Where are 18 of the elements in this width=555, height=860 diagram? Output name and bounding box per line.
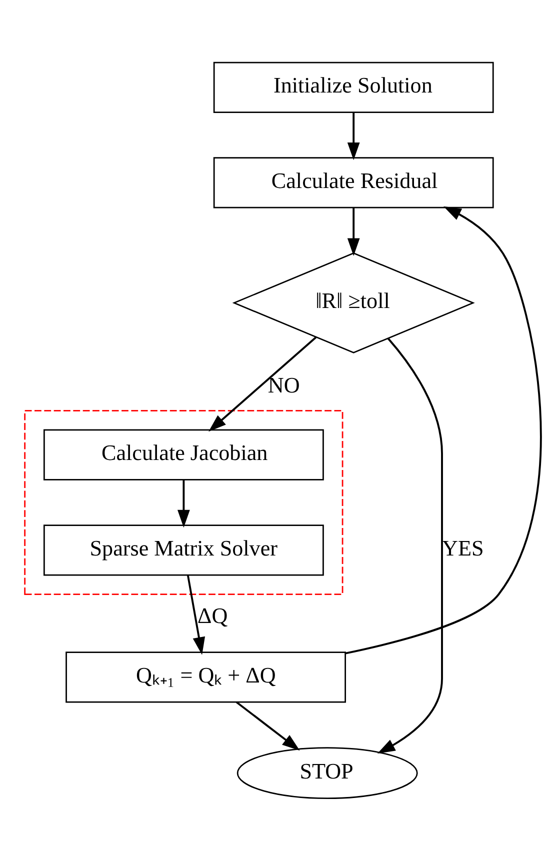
arrow bbox=[177, 480, 190, 528]
cluster bbox=[24, 409, 344, 595]
arrow bbox=[236, 700, 300, 750]
arrow bbox=[186, 574, 206, 654]
arrow bbox=[208, 336, 317, 432]
node-box: Calculate Residual bbox=[213, 156, 494, 208]
edge-label: NO bbox=[268, 372, 300, 397]
node-box: Qₖ₊₁ = Qₖ + ΔQ bbox=[66, 651, 346, 702]
arrow bbox=[345, 206, 542, 654]
node-box: Sparse Matrix Solver bbox=[43, 524, 324, 576]
edge-label: ΔQ bbox=[198, 602, 228, 628]
arrow bbox=[347, 207, 360, 256]
node-box: Calculate Jacobian bbox=[43, 428, 324, 480]
arrow bbox=[347, 112, 360, 160]
arrow bbox=[377, 337, 443, 754]
node-ellipse: STOP bbox=[236, 746, 418, 799]
node-box: Initialize Solution bbox=[213, 61, 494, 112]
node-diamond: ‖R‖ ≥toll bbox=[232, 252, 475, 353]
